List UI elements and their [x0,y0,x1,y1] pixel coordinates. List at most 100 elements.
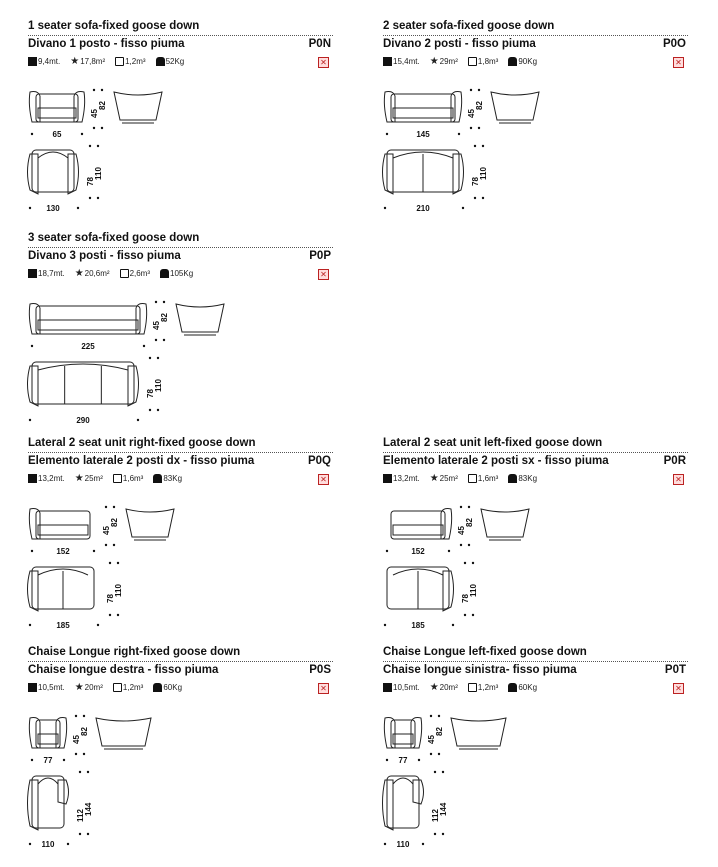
plan-view [27,775,69,831]
leather-area: 25m² [439,474,458,483]
leather-area: 20,6m² [84,269,110,278]
depth-total-label: 110 [154,379,163,392]
fabric-length-icon [28,269,37,278]
product-code: P0R [663,455,686,467]
product-title-en: 2 seater sofa-fixed goose down [383,20,555,32]
plan-view [382,149,464,195]
leather-area-icon: ★ [429,682,439,693]
product-title-it: Chaise longue destra - fisso piuma [28,664,219,676]
divider [383,452,688,453]
dimension-dot [162,300,166,304]
product-specs: 13,2mt. ★25m² 1,6m³ 83Kg [28,474,183,484]
plan-width-label: 290 [76,416,90,425]
dimension-dot [471,561,475,565]
dimension-dot [459,505,463,509]
leather-area: 17,8m² [80,57,106,66]
product-section: Lateral 2 seat unit right-fixed goose do… [27,437,333,642]
front-view [390,508,453,540]
dimension-dot [148,356,152,360]
plan-width-label: 110 [397,840,410,849]
dimension-dot [429,752,433,756]
front-width-label: 152 [56,547,70,556]
not-available-icon: ✕ [673,683,684,694]
seat-height-label: 45 [467,109,476,118]
product-section: Lateral 2 seat unit left-fixed goose dow… [383,437,688,642]
product-specs: 9,4mt. ★17,8m² 1,2m³ 52Kg [28,57,184,67]
dimension-dot [477,88,481,92]
product-section: 3 seater sofa-fixed goose down Divano 3 … [27,232,333,437]
weight: 60Kg [518,683,538,692]
leather-area-icon: ★ [429,56,439,67]
dimension-dot [473,196,477,200]
depth-total-label: 110 [94,167,103,180]
dimension-dot [86,832,90,836]
depth-label: 112 [431,809,440,822]
dimension-dot [116,561,120,565]
seat-height-label: 45 [152,321,161,330]
dimension-dot [108,613,112,617]
dimension-dot [463,561,467,565]
front-view [28,717,68,749]
product-title-it: Divano 1 posto - fisso piuma [28,38,185,50]
product-section: 1 seater sofa-fixed goose down Divano 1 … [27,20,333,225]
dimension-dot [28,418,32,422]
dimension-dot [82,714,86,718]
dimension-dot [437,714,441,718]
product-title-it: Chaise longue sinistra- fisso piuma [383,664,577,676]
weight: 60Kg [163,683,183,692]
plan-view [386,566,454,612]
depth-total-label: 110 [469,584,478,597]
dimension-dot [385,132,389,136]
product-title-it: Divano 3 posti - fisso piuma [28,250,181,262]
product-title-en: Lateral 2 seat unit left-fixed goose dow… [383,437,603,449]
not-available-icon: ✕ [318,57,329,68]
product-specs: 15,4mt. ★29m² 1,8m³ 90Kg [383,56,537,67]
depth-label: 78 [146,389,155,398]
not-available-icon: ✕ [673,474,684,485]
dimension-dot [112,543,116,547]
dimension-dot [78,770,82,774]
divider [28,35,333,36]
product-code: P0P [309,250,331,262]
depth-label: 112 [76,809,85,822]
height-label: 82 [465,518,474,527]
dimension-dot [62,758,66,762]
divider [383,35,688,36]
leather-area: 20m² [84,683,103,692]
front-view [383,717,423,749]
dimension-dot [82,752,86,756]
fabric-length-icon [383,683,392,692]
dimension-dot [383,623,387,627]
product-title-it: Divano 2 posti - fisso piuma [383,38,536,50]
side-view [95,717,152,750]
plan-width-label: 110 [42,840,55,849]
dimension-dot [459,543,463,547]
not-available-icon: ✕ [673,57,684,68]
front-view [28,91,86,123]
dimension-dot [96,196,100,200]
product-title-it: Elemento laterale 2 posti sx - fisso piu… [383,455,609,467]
seat-height-label: 45 [457,526,466,535]
fabric-length: 9,4mt. [38,57,61,66]
weight: 83Kg [163,474,183,483]
side-view [450,717,507,750]
product-code: P0Q [307,455,331,467]
product-title-en: Chaise Longue left-fixed goose down [383,646,587,658]
dimension-dot [385,758,389,762]
dimension-dot [88,144,92,148]
volume-icon [112,474,122,483]
side-view [113,91,163,124]
dimension-dot [66,842,70,846]
dimension-dot [76,206,80,210]
fabric-length: 13,2mt. [38,474,65,483]
dimension-dot [417,758,421,762]
dimension-dot [112,505,116,509]
volume: 1,8m³ [477,57,499,66]
fabric-length-icon [28,474,37,483]
product-title-en: 1 seater sofa-fixed goose down [28,20,200,32]
